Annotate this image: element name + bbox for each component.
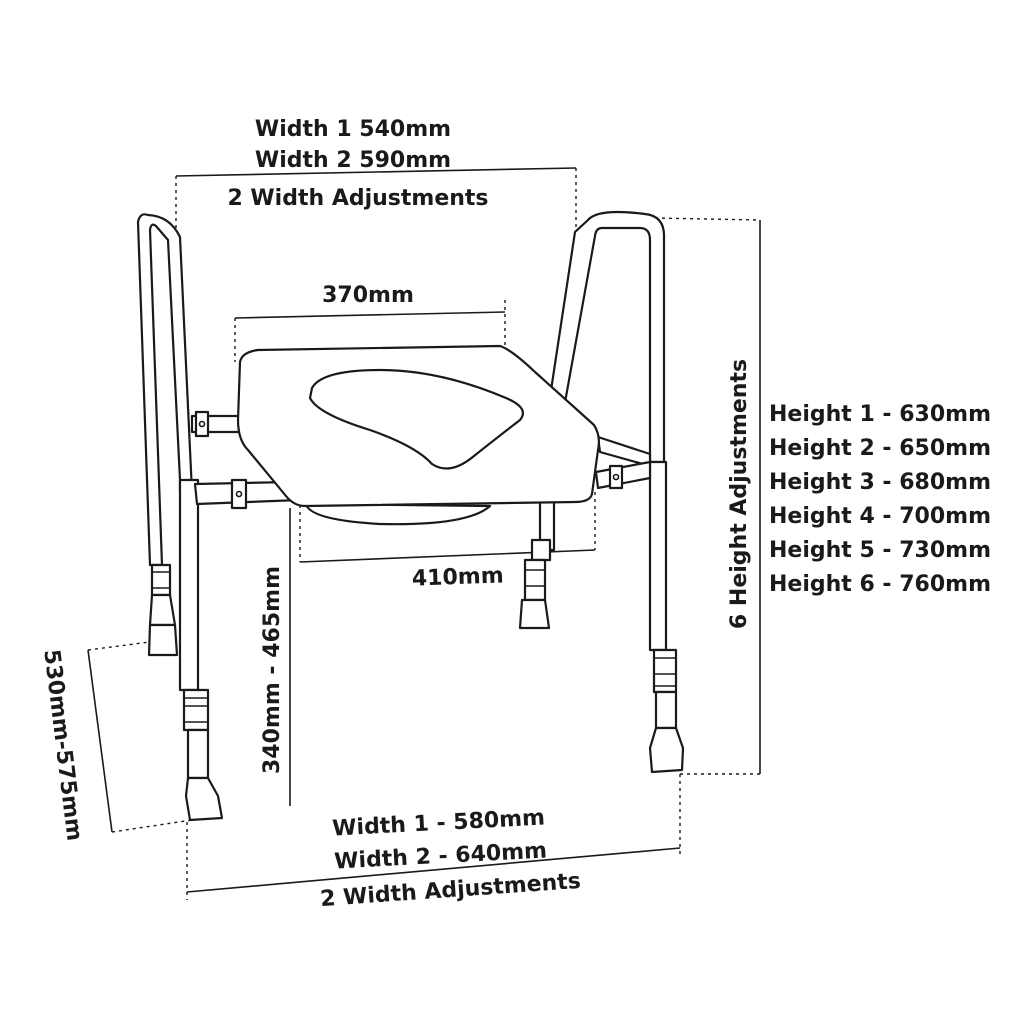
seat-depth-label: 410mm [411,563,504,591]
height-item: Height 6 - 760mm [769,572,991,597]
height-item: Height 3 - 680mm [769,470,991,495]
top-width-labels: Width 1 540mm Width 2 590mm 2 Width Adju… [227,117,488,211]
dimension-lines [87,167,761,900]
height-item: Height 1 - 630mm [769,402,991,427]
bottom-width-labels: Width 1 - 580mm Width 2 - 640mm 2 Width … [319,805,581,912]
right-seat-bracket [594,460,652,490]
frame [136,210,685,822]
seat-height-label: 340mm - 465mm [260,566,285,774]
bottom-width-1: Width 1 - 580mm [332,805,546,841]
seat-width-label: 370mm [322,283,414,308]
left-seat-bracket [190,410,302,510]
toilet-seat [236,344,600,526]
height-list: Height 1 - 630mm Height 2 - 650mm Height… [769,402,991,597]
top-width-2: Width 2 590mm [255,148,451,173]
top-width-adjustments: 2 Width Adjustments [227,186,488,211]
left-back-leg [136,213,194,657]
height-item: Height 2 - 650mm [769,436,991,461]
left-front-leg [178,478,224,822]
top-width-1: Width 1 540mm [255,117,451,142]
bottom-width-adjustments: 2 Width Adjustments [319,869,581,912]
height-item: Height 5 - 730mm [769,538,991,563]
right-front-leg [648,460,685,774]
height-item: Height 4 - 700mm [769,504,991,529]
frame-depth-label: 530mm-575mm [38,648,86,842]
height-adjustments-title: 6 Height Adjustments [727,359,752,629]
